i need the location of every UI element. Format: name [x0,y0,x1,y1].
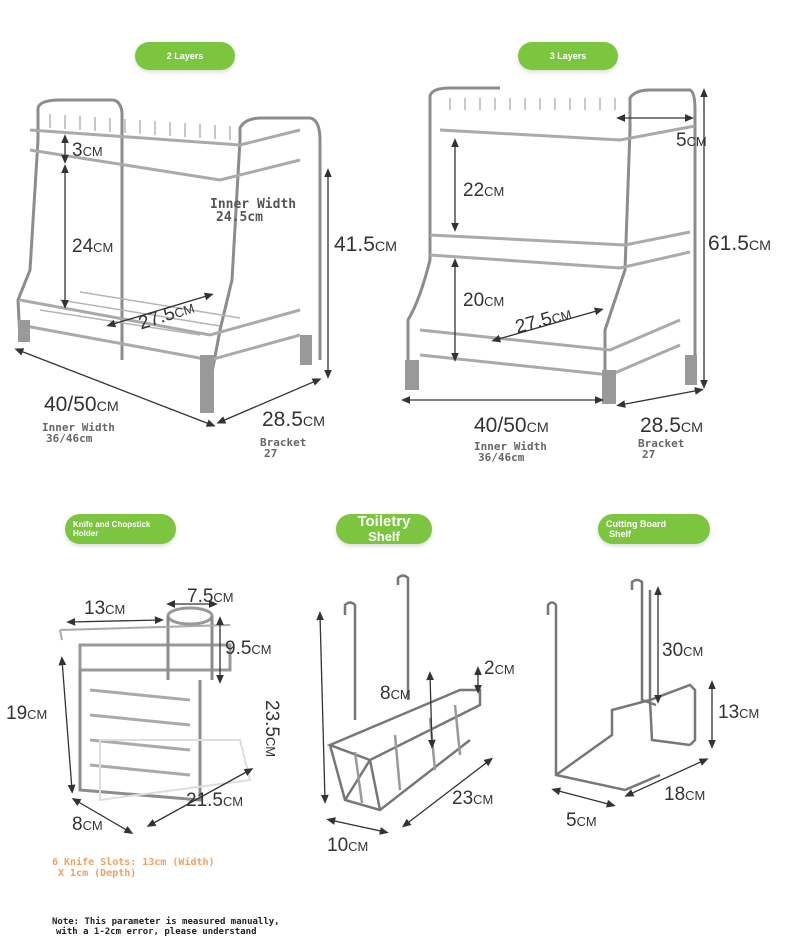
rack3-bottom-layer-gap: 20CM [463,290,505,311]
rack2-layer-gap: 24CM [72,236,114,257]
dimension-arrows [14,88,716,835]
badge-3-layers-text: 3 Layers [549,51,587,61]
badge-cutting-board-shelf: Cutting Board Shelf [598,514,710,544]
badge-toiletry-line2: Shelf [368,529,400,544]
three-layer-rack-illustration [405,86,697,404]
knife-cup-height: 9.5CM [225,638,272,659]
knife-depth: 8CM [72,814,103,835]
knife-slots-note: 6 Knife Slots: 13cm (Width) X 1cm (Depth… [52,857,215,879]
toiletry-shelf-illustration [326,574,482,812]
badge-cutting-line2: Shelf [609,529,632,539]
knife-height: 19CM [6,703,48,724]
rack3-height: 61.5CM [708,232,772,255]
rack2-width: 40/50CM [44,393,119,416]
rack3-depth: 28.5CM [640,414,704,437]
rack2-inner-width: Inner Width 24.5cm [210,197,297,225]
rack3-bracket: Bracket 27 [638,437,685,461]
badge-2-layers: 2 Layers [135,42,235,70]
rack2-depth: 28.5CM [262,408,326,431]
toiletry-inner-height: 8CM [380,683,411,704]
cutting-board-shelf-illustration [546,578,697,792]
badge-toiletry-shelf: Toiletry Shelf [336,514,432,544]
rack2-bracket: Bracket 27 [260,436,307,460]
measurement-footnote: Note: This parameter is measured manuall… [52,917,280,937]
knife-length: 21.5CM [186,790,244,811]
rack2-top-gap: 3CM [72,140,103,161]
toiletry-width: 10CM [327,835,369,856]
cutting-width: 5CM [566,810,597,831]
knife-width-top: 13CM [84,598,126,619]
toiletry-height: 23.5CM [261,700,282,758]
rack3-top-label: 5CM [676,130,707,151]
badge-toiletry-line1: Toiletry [357,513,411,530]
knife-holder-illustration [59,606,252,802]
rack3-width: 40/50CM [474,414,549,437]
badge-knife-holder-text: Knife and Chopstick Holder [73,520,151,538]
two-layer-rack-illustration [16,98,322,413]
knife-cup-width: 7.5CM [187,586,234,607]
rack2-inner-width-range: Inner Width 36/46cm [42,421,115,445]
badge-knife-holder: Knife and Chopstick Holder [65,514,176,544]
rack2-height: 41.5CM [334,233,398,256]
badge-cutting-line1: Cutting Board [606,519,666,529]
toiletry-lip: 2CM [484,658,515,679]
rack3-inner-width-range: Inner Width 36/46cm [474,440,547,464]
cutting-hook-height: 30CM [662,640,704,661]
badge-3-layers: 3 Layers [518,42,618,70]
badge-2-layers-text: 2 Layers [166,51,204,61]
toiletry-length: 23CM [452,788,494,809]
cutting-back-height: 13CM [718,702,760,723]
rack3-top-layer-gap: 22CM [463,180,505,201]
cutting-length: 18CM [664,784,706,805]
